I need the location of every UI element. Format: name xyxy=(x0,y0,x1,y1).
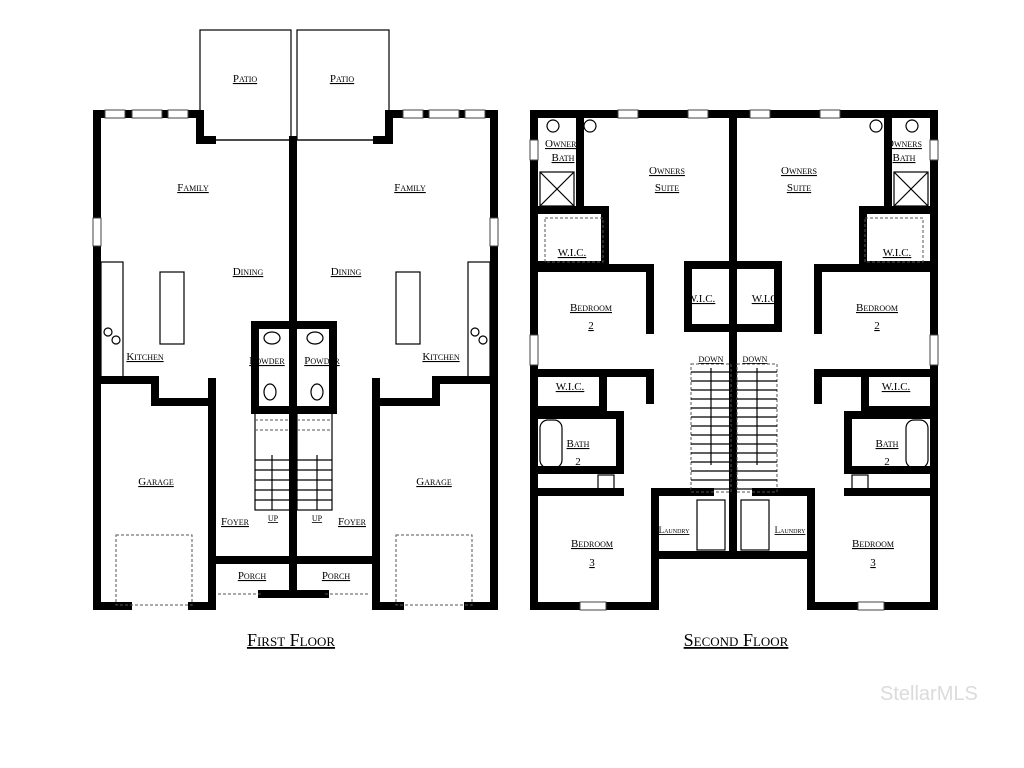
wall xyxy=(188,378,216,610)
stair-label-down: DOWN xyxy=(699,355,724,364)
patio-left xyxy=(199,29,292,141)
room-label-bedroom-2: Bedroom xyxy=(570,302,612,314)
room-label-wic: W.I.C. xyxy=(882,381,911,393)
room-label-porch: Porch xyxy=(322,570,351,582)
patio-right xyxy=(296,29,390,141)
watermark: StellarMLS xyxy=(880,683,978,705)
room-label-owners-bath: Owners xyxy=(545,138,581,150)
room-label-owners-suite: Suite xyxy=(655,182,679,194)
room-label-laundry: Laundry xyxy=(775,525,807,535)
room-label-bedroom-3: Bedroom xyxy=(852,538,894,550)
room-label-powder: Powder xyxy=(249,355,285,367)
first-floor-title: First Floor xyxy=(247,630,335,650)
first-floor-plan xyxy=(92,29,499,610)
room-label-dining: Dining xyxy=(331,266,362,278)
room-label-garage: Garage xyxy=(416,476,452,488)
room-label-family: Family xyxy=(394,182,426,194)
room-label-owners-bath: Bath xyxy=(893,152,916,164)
room-label-laundry: Laundry xyxy=(659,525,691,535)
stairs-first-floor xyxy=(254,409,333,511)
stair-label-down: DOWN xyxy=(743,355,768,364)
room-label-owners-bath: Bath xyxy=(552,152,575,164)
room-label-owners-suite: Suite xyxy=(787,182,811,194)
room-label-bath-2: Bath xyxy=(876,438,899,450)
room-label-kitchen: Kitchen xyxy=(422,351,459,363)
wall xyxy=(93,110,204,610)
stair-label-up: UP xyxy=(268,514,279,523)
room-label-wic: W.I.C. xyxy=(687,293,716,305)
room-label-owners-suite: Owners xyxy=(649,165,685,177)
room-label-bedroom-3: Bedroom xyxy=(571,538,613,550)
room-label-bath-2: Bath xyxy=(567,438,590,450)
room-label-bath-2-number: 2 xyxy=(575,456,581,468)
room-label-wic: W.I.C. xyxy=(558,247,587,259)
room-label-wic: W.I.C. xyxy=(883,247,912,259)
room-label-wic: W.I.C. xyxy=(752,293,781,305)
second-floor-title: Second Floor xyxy=(684,630,789,650)
room-label-foyer: Foyer xyxy=(221,516,250,528)
room-label-kitchen: Kitchen xyxy=(126,351,163,363)
room-label-wic: W.I.C. xyxy=(556,381,585,393)
room-label-bedroom-2-number: 2 xyxy=(588,320,594,332)
room-label-bedroom-2-number: 2 xyxy=(874,320,880,332)
wall xyxy=(372,378,404,610)
wall xyxy=(385,110,498,610)
room-label-owners-suite: Owners xyxy=(781,165,817,177)
room-label-porch: Porch xyxy=(238,570,267,582)
room-label-family: Family xyxy=(177,182,209,194)
room-label-garage: Garage xyxy=(138,476,174,488)
second-floor-plan xyxy=(529,109,939,611)
room-label-foyer: Foyer xyxy=(338,516,367,528)
room-label-bedroom-2: Bedroom xyxy=(856,302,898,314)
room-label-bedroom-3-number: 3 xyxy=(589,557,595,569)
room-label-patio: Patio xyxy=(330,73,355,85)
stair-label-up: UP xyxy=(312,514,323,523)
room-label-bedroom-3-number: 3 xyxy=(870,557,876,569)
room-label-owners-bath: Owners xyxy=(886,138,922,150)
room-label-bath-2-number: 2 xyxy=(884,456,890,468)
room-label-patio: Patio xyxy=(233,73,258,85)
room-label-powder: Powder xyxy=(304,355,340,367)
room-label-dining: Dining xyxy=(233,266,264,278)
